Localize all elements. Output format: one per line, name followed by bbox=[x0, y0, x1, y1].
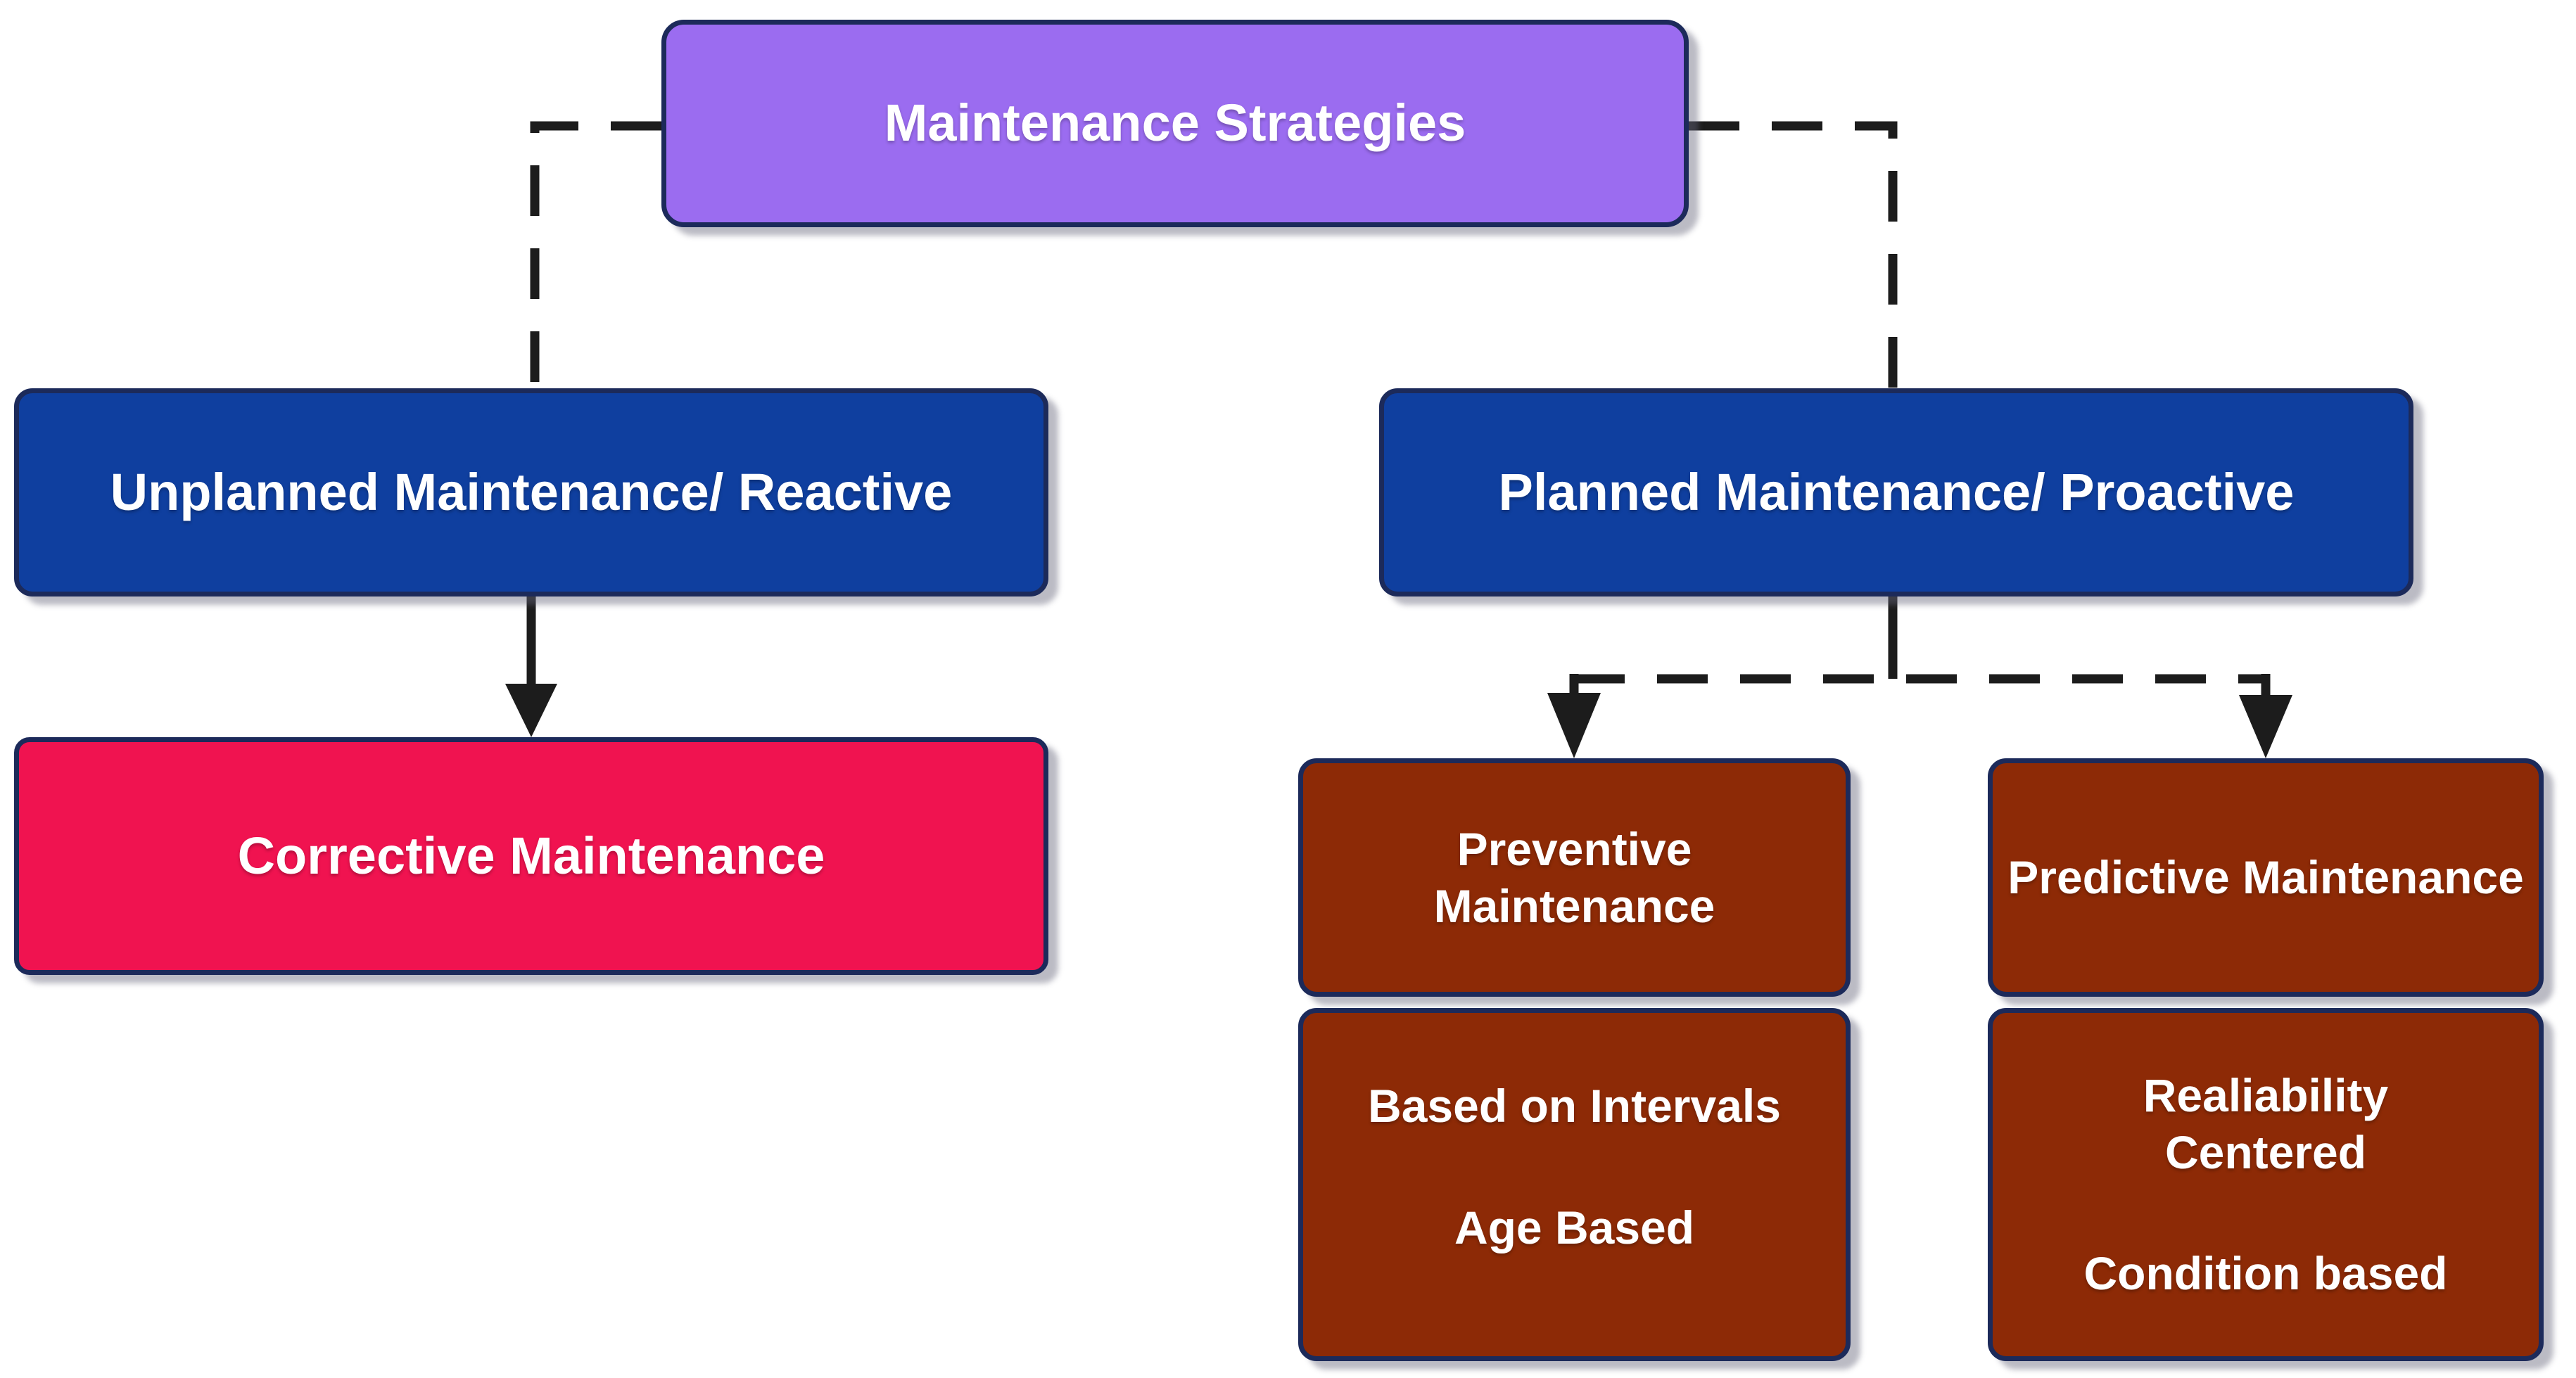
node-maintenance-strategies-label: Maintenance Strategies bbox=[884, 94, 1466, 153]
node-planned-maintenance: Planned Maintenance/ Proactive bbox=[1379, 388, 2413, 597]
predictive-method-reliability-centered: Realiability Centered bbox=[2143, 1069, 2389, 1178]
node-corrective-maintenance: Corrective Maintenance bbox=[14, 737, 1048, 975]
arrowhead-corrective bbox=[505, 684, 557, 737]
arrowhead-predictive bbox=[2239, 695, 2292, 758]
node-predictive-methods: Realiability Centered Condition based bbox=[1988, 1008, 2544, 1361]
predictive-method-condition-based: Condition based bbox=[2083, 1247, 2448, 1300]
node-corrective-maintenance-label: Corrective Maintenance bbox=[237, 826, 825, 885]
preventive-method-intervals: Based on Intervals bbox=[1368, 1080, 1781, 1133]
node-planned-maintenance-label: Planned Maintenance/ Proactive bbox=[1498, 462, 2295, 521]
node-preventive-maintenance: Preventive Maintenance bbox=[1298, 758, 1851, 997]
node-predictive-maintenance-label: Predictive Maintenance bbox=[2007, 851, 2524, 904]
connector-root-to-planned bbox=[1689, 121, 1898, 388]
node-predictive-maintenance: Predictive Maintenance bbox=[1988, 758, 2544, 997]
arrowhead-preventive bbox=[1547, 693, 1601, 758]
node-unplanned-maintenance: Unplanned Maintenance/ Reactive bbox=[14, 388, 1048, 597]
node-unplanned-maintenance-label: Unplanned Maintenance/ Reactive bbox=[110, 462, 953, 521]
node-preventive-methods: Based on Intervals Age Based bbox=[1298, 1008, 1851, 1361]
preventive-method-age-based: Age Based bbox=[1454, 1201, 1695, 1253]
node-maintenance-strategies: Maintenance Strategies bbox=[661, 20, 1689, 227]
node-preventive-maintenance-label: Preventive Maintenance bbox=[1433, 822, 1715, 932]
connector-root-to-unplanned bbox=[530, 121, 661, 388]
